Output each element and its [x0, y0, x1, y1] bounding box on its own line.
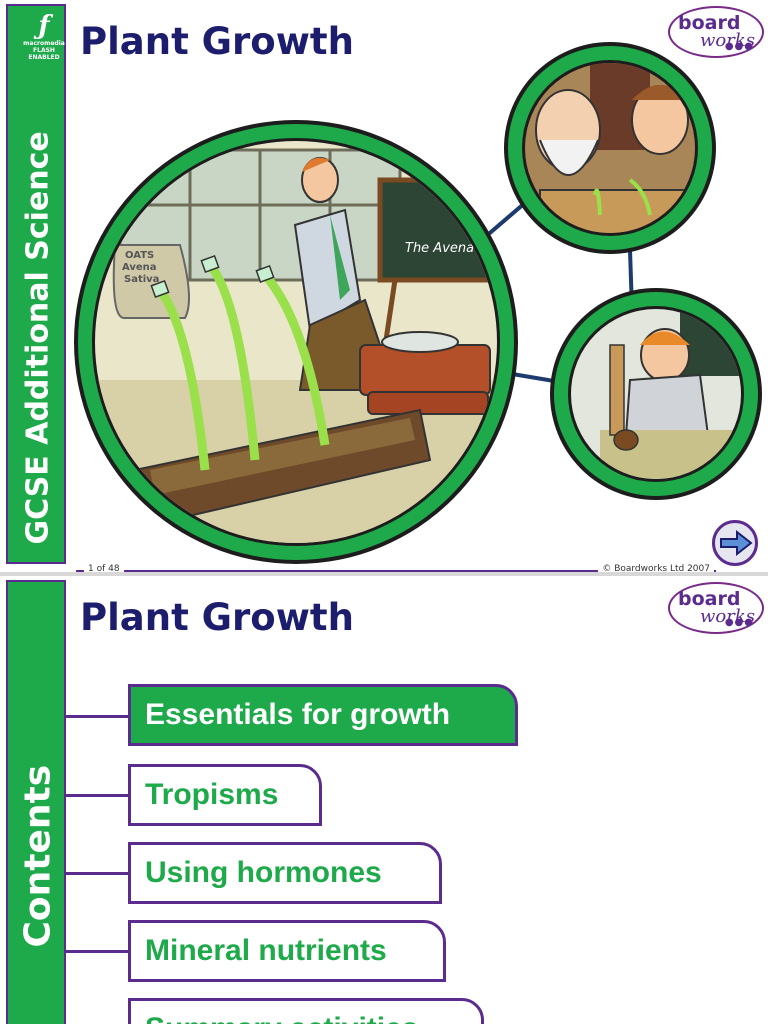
darwin-portrait-circle — [504, 42, 716, 254]
menu-item-summary[interactable]: Summary activities — [128, 998, 484, 1024]
lab-scene-circle: The Avena OATS Avena Sativa — [74, 120, 518, 564]
slide-title: ƒ macromedia FLASH ENABLED GCSE Addition… — [6, 4, 764, 572]
slide-divider — [0, 572, 768, 576]
page-title: Plant Growth — [80, 20, 354, 63]
illustration: The Avena OATS Avena Sativa — [74, 42, 762, 564]
menu-connector — [66, 872, 128, 875]
flash-badge-line1: macromedia — [23, 40, 65, 47]
sidebar-banner: Contents — [6, 580, 66, 1024]
boardworks-logo: board works ●●● — [668, 6, 764, 58]
sidebar-text: Contents — [17, 764, 59, 948]
menu-connector — [66, 715, 128, 718]
page-number: 1 of 48 — [84, 564, 124, 572]
page-title: Plant Growth — [80, 596, 354, 639]
slide-contents: Contents Plant Growth board works ●●● Es… — [0, 576, 768, 1024]
boardworks-logo: board works ●●● — [668, 582, 764, 634]
sack-text-1: OATS — [125, 250, 154, 261]
scientist-circle — [550, 288, 762, 500]
flash-badge-line2: FLASH — [33, 47, 55, 54]
blackboard-text: The Avena — [405, 241, 474, 256]
arrow-right-icon — [720, 529, 753, 557]
next-slide-button[interactable] — [712, 520, 758, 566]
flash-badge: ƒ macromedia FLASH ENABLED — [22, 12, 66, 70]
menu-item-mineral-nutrients[interactable]: Mineral nutrients — [128, 920, 446, 982]
menu-connector — [66, 794, 128, 797]
footer-line — [76, 570, 716, 572]
menu-item-essentials[interactable]: Essentials for growth — [128, 684, 518, 746]
sack-text-3: Sativa — [124, 274, 159, 285]
menu-item-tropisms[interactable]: Tropisms — [128, 764, 322, 826]
menu-item-using-hormones[interactable]: Using hormones — [128, 842, 442, 904]
flash-icon: ƒ — [38, 11, 50, 41]
sack-text-2: Avena — [122, 262, 157, 273]
flash-badge-line3: ENABLED — [28, 54, 60, 61]
sidebar-banner: ƒ macromedia FLASH ENABLED GCSE Addition… — [6, 4, 66, 564]
menu-connector — [66, 950, 128, 953]
copyright-text: © Boardworks Ltd 2007 — [598, 564, 714, 572]
